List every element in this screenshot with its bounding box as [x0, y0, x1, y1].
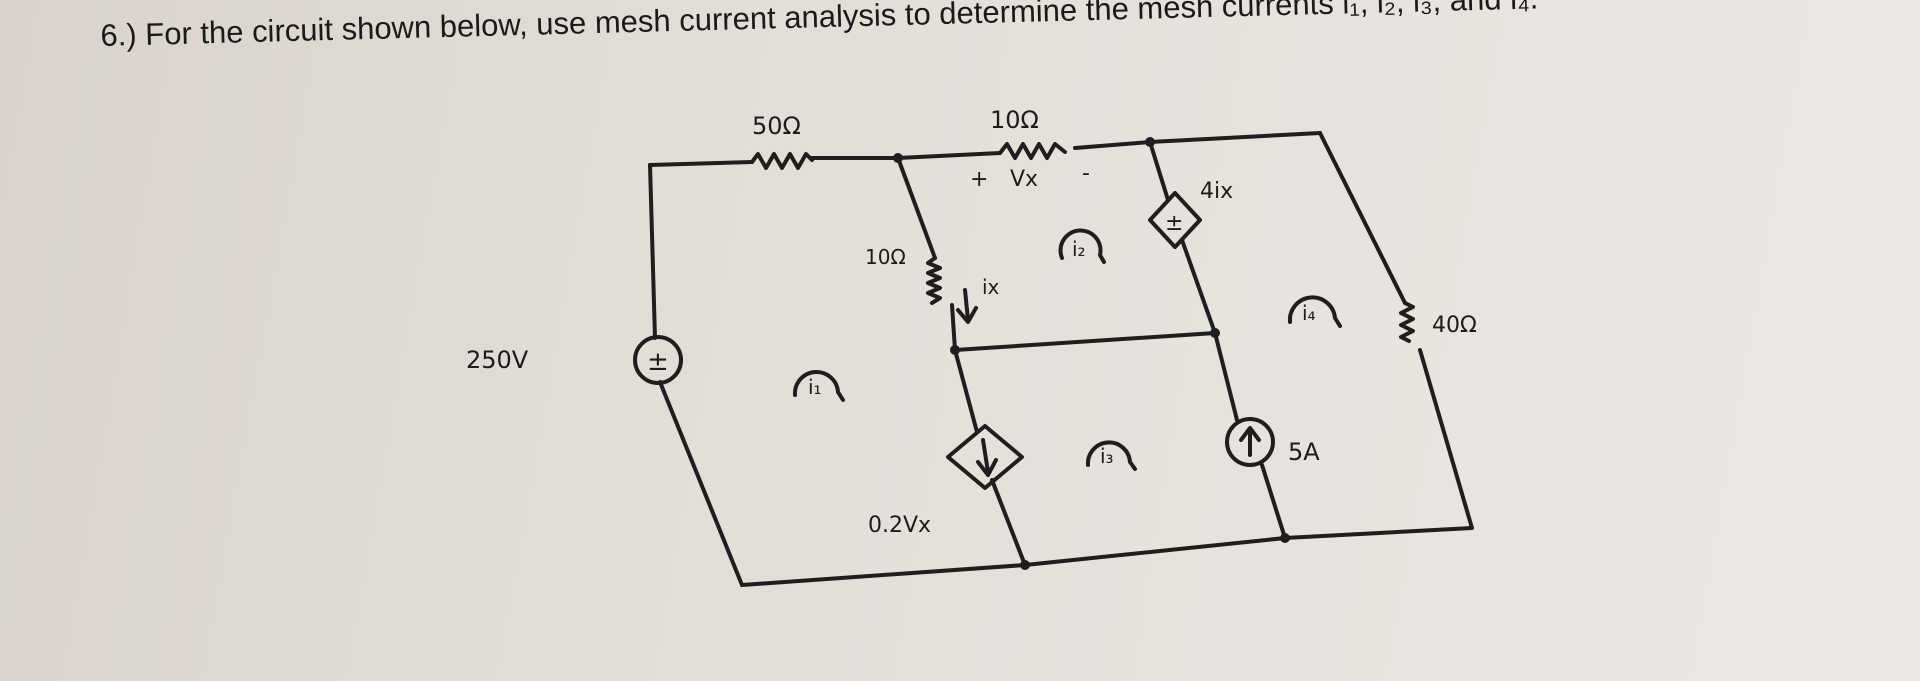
mesh-arrow-i3	[1085, 440, 1137, 471]
mesh-arrow-i1	[792, 370, 845, 402]
wire-depcs-upper	[953, 348, 979, 434]
mesh-arrow-i2	[1058, 228, 1106, 264]
vx-minus: -	[1082, 161, 1090, 186]
wire-mid-horizontal	[953, 331, 1217, 352]
wire-mid-vert-a	[896, 156, 937, 260]
wire-bottom-c	[1283, 526, 1474, 540]
wire-right-lower	[1418, 348, 1474, 530]
voltage-source-250v	[633, 335, 683, 385]
wire-mid-vert-b	[950, 303, 957, 352]
node-dot	[1020, 560, 1030, 570]
mesh-arrow-i4	[1287, 295, 1342, 328]
r10-vertical-label: 10Ω	[865, 245, 906, 269]
wire-top-mid-b	[1073, 140, 1152, 150]
vx-plus: +	[970, 167, 988, 192]
wire-cs-upper	[1213, 331, 1239, 422]
dep-current-label: 0.2Vx	[868, 513, 931, 538]
node-dot	[1210, 328, 1220, 338]
depcs-arrow	[976, 438, 998, 477]
current-source-5a	[1225, 417, 1275, 467]
current-source-label: 5A	[1288, 438, 1320, 466]
resistor-10-top-zigzag	[998, 142, 1067, 160]
dep-voltage-label: 4ix	[1200, 179, 1233, 204]
resistor-40-zigzag	[1399, 301, 1415, 343]
wire-bottom-a	[740, 563, 1027, 587]
node-dot	[893, 153, 903, 163]
dependent-current-source	[946, 424, 1024, 490]
voltage-source-label: 250V	[466, 346, 529, 374]
mesh-label-i1: i₁	[808, 375, 822, 399]
ix-label: ix	[982, 275, 1000, 299]
wire-top-left-a	[648, 160, 754, 167]
wire-depvs-upper	[1148, 140, 1170, 202]
dep-voltage-polarity: ±	[1165, 211, 1183, 236]
node-dot	[1280, 533, 1290, 543]
voltage-source-polarity: ±	[647, 347, 669, 377]
wire-left-upper	[648, 163, 657, 340]
wire-depcs-lower	[990, 478, 1027, 567]
cs-arrow	[1239, 426, 1261, 457]
r10-top-label: 10Ω	[990, 106, 1039, 134]
wire-right-upper	[1318, 131, 1407, 305]
wire-bottom-b	[1023, 536, 1287, 567]
mesh-label-i3: i₃	[1100, 444, 1114, 468]
mesh-label-i2: i₂	[1072, 237, 1086, 261]
wire-depvs-lower	[1180, 238, 1217, 335]
wire-cs-lower	[1260, 463, 1287, 540]
node-dot	[1145, 137, 1155, 147]
ix-arrow	[956, 288, 978, 324]
node-dot	[950, 345, 960, 355]
resistor-10-vertical-zigzag	[926, 256, 942, 305]
wire-left-lower	[658, 380, 744, 587]
r40-label: 40Ω	[1432, 313, 1477, 338]
wire-top-right	[1148, 131, 1322, 144]
mesh-label-i4: i₄	[1302, 301, 1316, 325]
r50-label: 50Ω	[752, 112, 801, 140]
vx-label: Vx	[1010, 167, 1038, 192]
dependent-voltage-source	[1148, 191, 1202, 249]
resistor-50-zigzag	[750, 152, 814, 170]
wire-top-mid-a	[896, 151, 1002, 160]
